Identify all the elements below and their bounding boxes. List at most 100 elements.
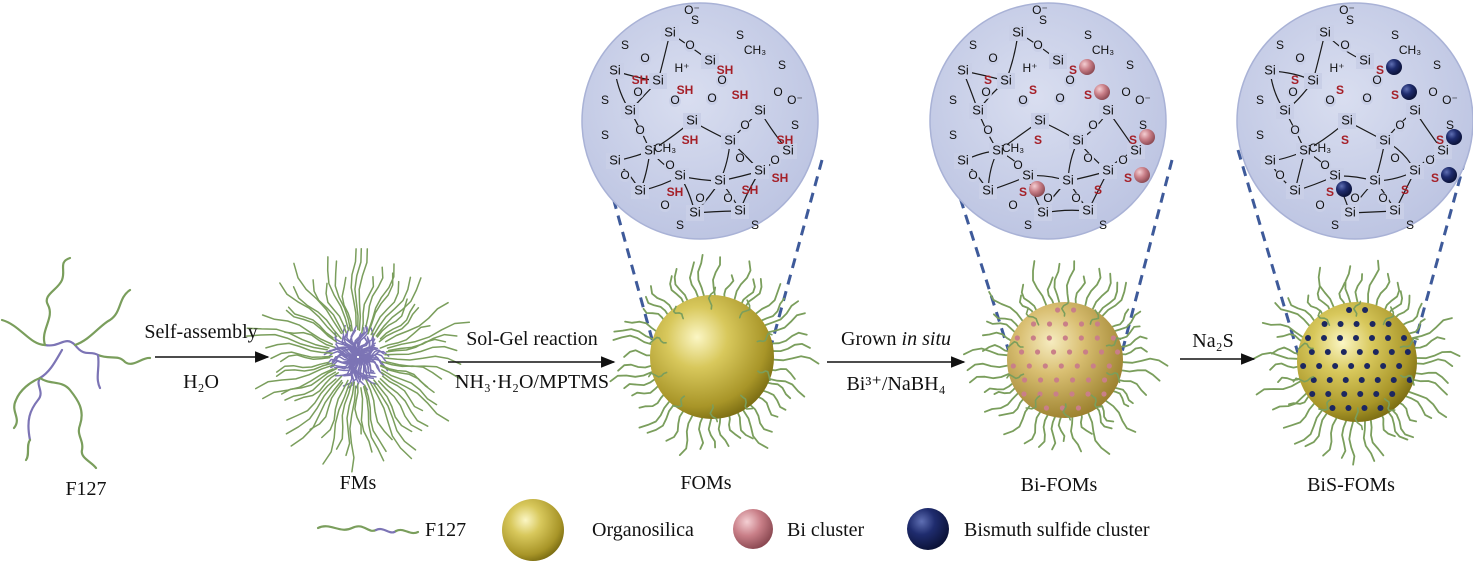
fms-corona-chain (376, 298, 408, 338)
o-atom-label: O (685, 38, 694, 52)
fms-corona-chain (334, 260, 352, 332)
legend-label-organosilica: Organosilica (592, 519, 694, 541)
s-atom-label: S (1084, 28, 1092, 42)
zoom-line-bifoms-right (1118, 159, 1174, 361)
o-atom-label: O (1320, 158, 1329, 172)
o-label-bg (1070, 193, 1082, 205)
si-atom-label: Si (1319, 24, 1331, 39)
o-atom-label: O (1013, 158, 1022, 172)
corona-chain (757, 300, 799, 331)
bi-cluster-dot (1062, 335, 1068, 341)
o-minus-label: O⁻ (1032, 3, 1048, 17)
sulfur-red-label: S (1069, 63, 1077, 77)
proton-label: H⁺ (675, 61, 690, 75)
corona-chain (1114, 357, 1169, 367)
fms-corona-chain (321, 379, 349, 439)
front-chain (1400, 374, 1415, 386)
fms-corona-chain (279, 354, 331, 363)
fms-corona-chain (294, 372, 339, 402)
bis-cluster-dot (1380, 363, 1387, 369)
bis-cluster-dot (1309, 391, 1316, 397)
front-chain (1006, 373, 1025, 380)
o-label-bg (1361, 93, 1373, 105)
stage-label-f127: F127 (65, 478, 107, 500)
corona-chain (1348, 413, 1356, 466)
stage-label-fms: FMs (339, 472, 377, 494)
si-label-bg (1019, 168, 1037, 184)
corona-chain (731, 260, 752, 308)
o-label-bg (982, 125, 994, 137)
fms-corona-chain (379, 365, 435, 394)
fms-corona-chain (379, 303, 416, 340)
o-atom-label: O (1290, 123, 1299, 137)
si-label-bg (1316, 25, 1334, 41)
fms-corona-chain (358, 248, 369, 332)
corona-chain (1274, 302, 1317, 332)
bis-cluster-dot (1377, 405, 1384, 411)
front-chain (1318, 398, 1332, 411)
si-atom-label: Si (1012, 24, 1024, 39)
si-label-bg (661, 25, 679, 41)
si-atom-label: Si (1102, 162, 1114, 177)
o-label-bg (1339, 40, 1351, 52)
o-label-bg (1082, 153, 1094, 165)
methyl-label: CH₃ (1002, 141, 1024, 155)
bi-cluster-dot (1018, 349, 1025, 355)
o-atom-label: O (988, 51, 997, 65)
sulfur-red-label: S (1376, 63, 1384, 77)
si-label-bg (1434, 143, 1452, 159)
bi-cluster-ball (1134, 167, 1150, 183)
sulfur-red-label: S (1084, 88, 1092, 102)
bi-cluster-dots (1010, 307, 1121, 411)
thiol-label: SH (777, 133, 794, 147)
bi-cluster-dot (1094, 321, 1101, 327)
fms-corona-chain (383, 355, 462, 365)
si-atom-label: Si (1379, 132, 1391, 147)
front-chain (1354, 407, 1364, 431)
si-label-bg (1406, 103, 1424, 119)
o-atom-label: O (660, 198, 669, 212)
bis-cluster-dot (1396, 363, 1403, 369)
o-atom-label: O (740, 118, 749, 132)
bis-cluster-dot (1373, 391, 1380, 397)
fms-core-chain (341, 336, 358, 357)
fms-corona-chain (381, 361, 443, 380)
si-label-bg (1034, 205, 1052, 221)
o-atom-label: O (1295, 51, 1304, 65)
f127-molecule (0, 256, 152, 470)
o-atom-label: O (1425, 153, 1434, 167)
s-atom-label: S (969, 38, 977, 52)
s-atom-label: S (1331, 218, 1339, 232)
si-atom-label: Si (609, 62, 621, 77)
corona-chain (1403, 317, 1453, 343)
si-label-bg (1296, 143, 1314, 159)
legend-label-bismuth-sulfide-cluster: Bismuth sulfide cluster (964, 519, 1150, 541)
s-atom-label: S (949, 128, 957, 142)
bi-cluster-dot (1046, 335, 1052, 341)
o-atom-label: O (723, 191, 732, 205)
o-label-bg (1289, 125, 1301, 137)
o-label-bg (1007, 200, 1019, 212)
o-label-bg (1377, 193, 1389, 205)
si-label-bg (1341, 205, 1359, 221)
o-atom-label: O (665, 158, 674, 172)
o-atom-label: O (670, 93, 679, 107)
si-atom-label: Si (992, 142, 1004, 157)
fms-corona-chain (275, 361, 330, 373)
fms-corona-chain (335, 382, 353, 450)
fms-corona-chain (341, 276, 353, 332)
corona-chain (1401, 386, 1448, 418)
si-atom-label: Si (1037, 204, 1049, 219)
o-label-bg (980, 87, 992, 99)
bis-cluster-dot (1321, 335, 1328, 341)
o-atom-label: O (968, 168, 977, 182)
o-label-bg (1319, 160, 1331, 172)
o-label-bg (1349, 193, 1361, 205)
o-atom-label: O (1018, 93, 1027, 107)
o-label-bg (1424, 155, 1436, 167)
bis-cluster-dot (1372, 349, 1379, 355)
si-atom-label: Si (957, 152, 969, 167)
si-atom-label: Si (1022, 167, 1034, 182)
